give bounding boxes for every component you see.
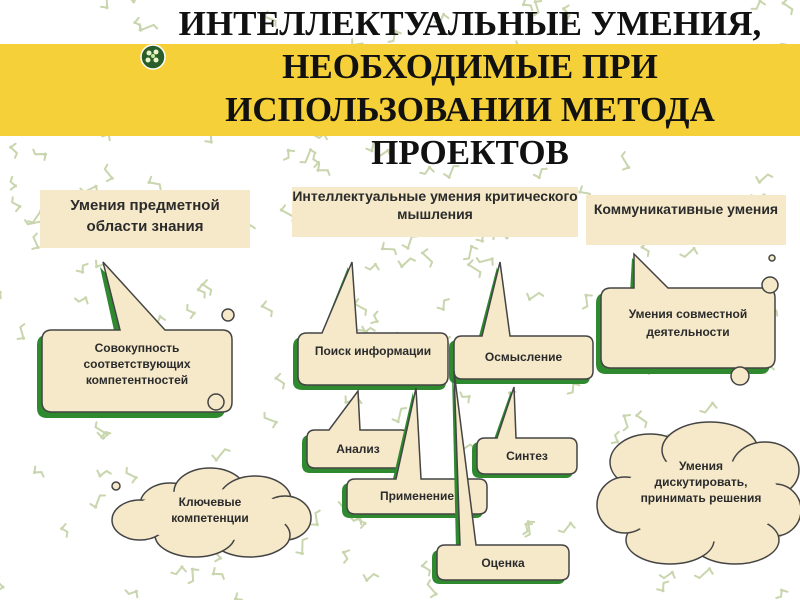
callout-competences-shape [42, 262, 232, 412]
header-subject-skills: Умения предметной области знания [40, 190, 250, 248]
thought-bubble [762, 277, 778, 293]
thought-bubble [731, 367, 749, 385]
callout-evaluation-text: Оценка [439, 555, 567, 571]
callout-search-text: Поиск информации [302, 343, 444, 359]
thought-bubble [208, 394, 224, 410]
callout-joint-text: Умения совместной деятельности [604, 305, 772, 341]
thought-bubble [769, 255, 775, 261]
callout-analysis-text: Анализ [309, 441, 407, 457]
callout-comprehension-text: Осмысление [456, 349, 591, 365]
callout-competences-text: Совокупность соответствующих компетентно… [44, 340, 230, 388]
page-title: ИНТЕЛЛЕКТУАЛЬНЫЕ УМЕНИЯ, НЕОБХОДИМЫЕ ПРИ… [150, 2, 790, 174]
header-communicative-skills: Коммуникативные умения [586, 195, 786, 245]
thought-bubble [112, 482, 120, 490]
callout-synthesis-text: Синтез [479, 448, 575, 464]
callout-search-shape [298, 262, 448, 385]
thought-bubble [222, 309, 234, 321]
cloud-discuss-text: Умения дискутировать, принимать решения [636, 458, 766, 506]
callout-application-text: Применение [349, 488, 485, 504]
header-intellectual-skills: Интеллектуальные умения критического мыш… [292, 187, 578, 237]
cloud-key-competences-text: Ключевые компетенции [150, 494, 270, 526]
